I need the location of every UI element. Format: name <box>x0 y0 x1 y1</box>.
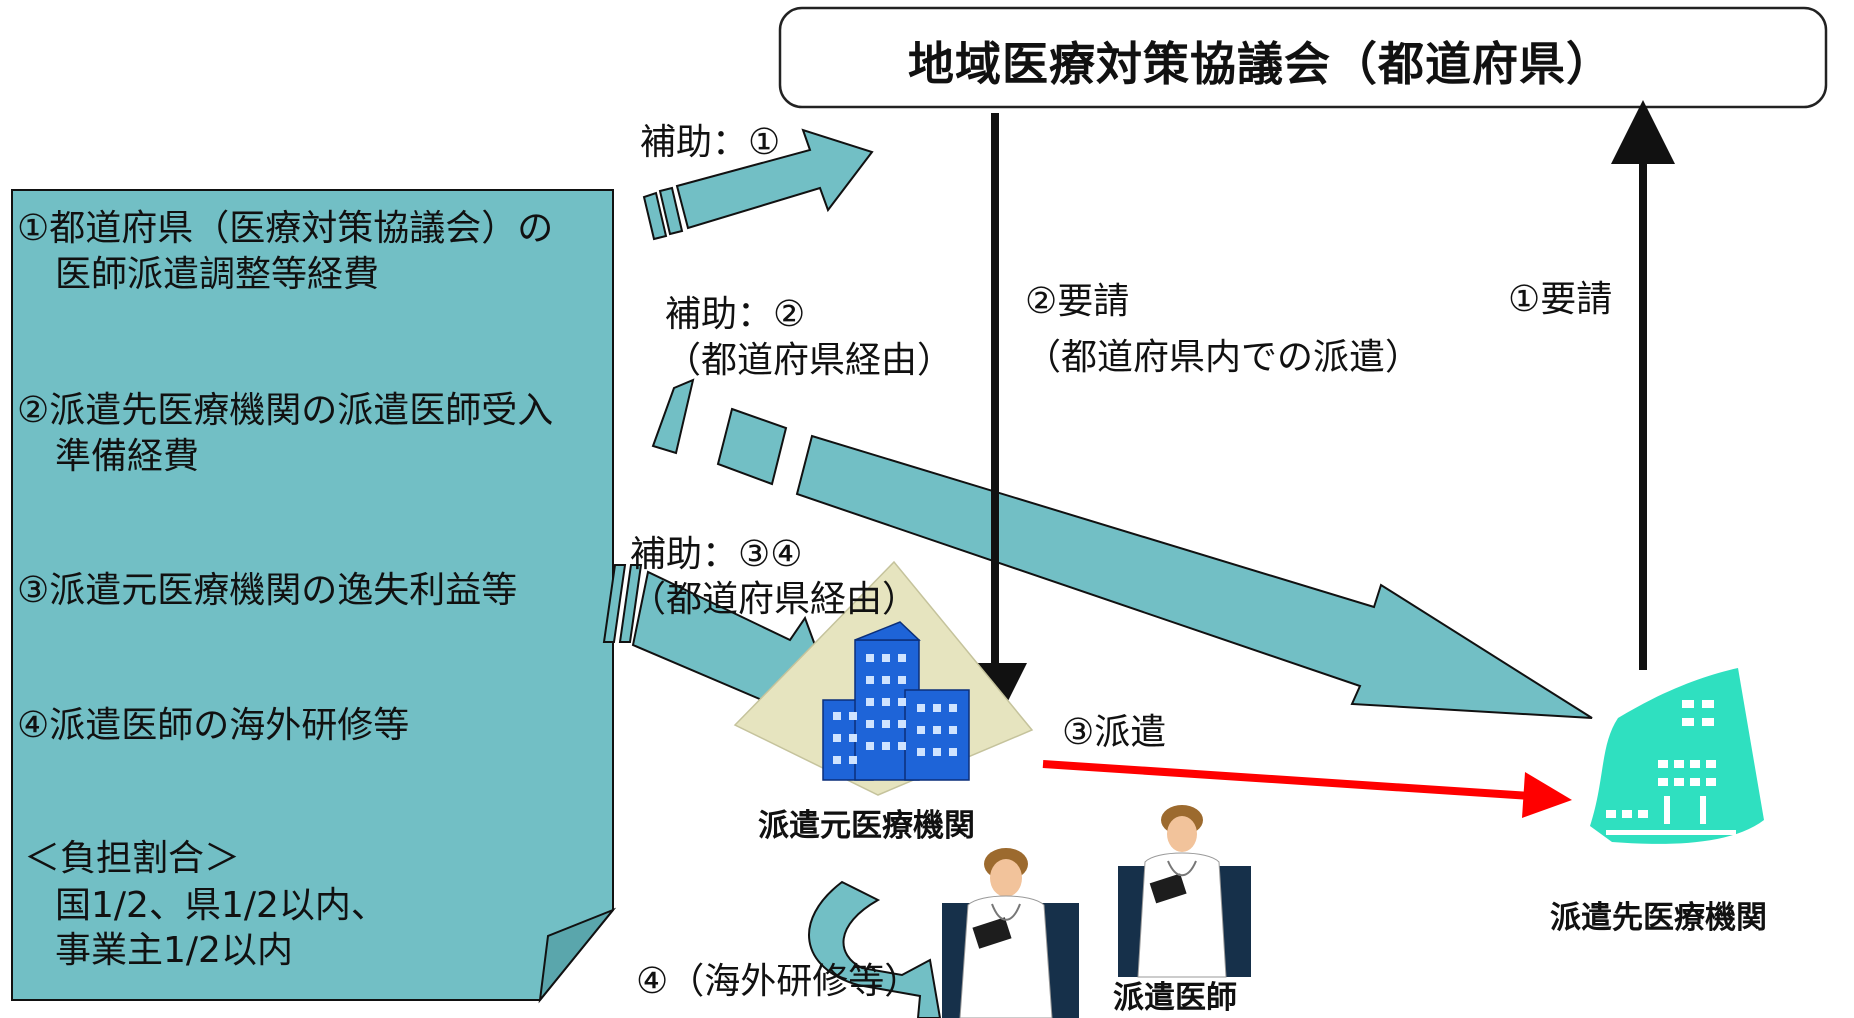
request-2-sub-label: （都道府県内での派遣） <box>1025 337 1422 378</box>
overseas-arrow <box>808 880 942 1018</box>
subsidy-label-34-via: （都道府県経由） <box>630 579 919 620</box>
building-icon <box>733 560 1034 796</box>
council-title: 地域医療対策協議会（都道府県） <box>908 37 1613 91</box>
dispatch-label: ③派遣 <box>1062 712 1167 753</box>
request-1-label: ①要請 <box>1508 279 1613 320</box>
funding-item-2-line-1: ②派遣先医療機関の派遣医師受入 <box>17 390 554 431</box>
burden-ratio-title: ＜負担割合＞ <box>24 838 241 879</box>
burden-ratio-line-1: 国1/2、県1/2以内、 <box>55 885 387 926</box>
doctor-icon <box>1118 805 1251 978</box>
dispatch-arrow <box>1042 760 1572 818</box>
funding-item-3: ③派遣元医療機関の逸失利益等 <box>17 570 518 611</box>
subsidy-arrow-1 <box>642 128 874 241</box>
hospital-icon <box>1590 668 1764 844</box>
funding-item-2-line-2: 準備経費 <box>55 436 200 477</box>
subsidy-label-2-via: （都道府県経由） <box>665 340 954 381</box>
subsidy-label-2: 補助：② <box>665 294 806 335</box>
burden-ratio-line-2: 事業主1/2以内 <box>55 930 293 971</box>
destination-hospital-label: 派遣先医療機関 <box>1550 900 1767 936</box>
funding-list-fold <box>538 907 617 1004</box>
doctor-icon <box>942 848 1079 1018</box>
dispatched-doctor-label: 派遣医師 <box>1113 980 1237 1016</box>
funding-item-1-line-2: 医師派遣調整等経費 <box>55 254 380 295</box>
subsidy-label-1: 補助：① <box>640 122 781 163</box>
subsidy-label-34: 補助：③④ <box>630 534 803 575</box>
funding-item-4: ④派遣医師の海外研修等 <box>17 705 410 746</box>
source-hospital-label: 派遣元医療機関 <box>758 808 975 844</box>
overseas-training-label: ④（海外研修等） <box>636 961 921 1002</box>
request-2-label: ②要請 <box>1025 281 1130 322</box>
funding-item-1-line-1: ①都道府県（医療対策協議会）の <box>17 208 554 249</box>
council-box <box>778 6 1828 109</box>
